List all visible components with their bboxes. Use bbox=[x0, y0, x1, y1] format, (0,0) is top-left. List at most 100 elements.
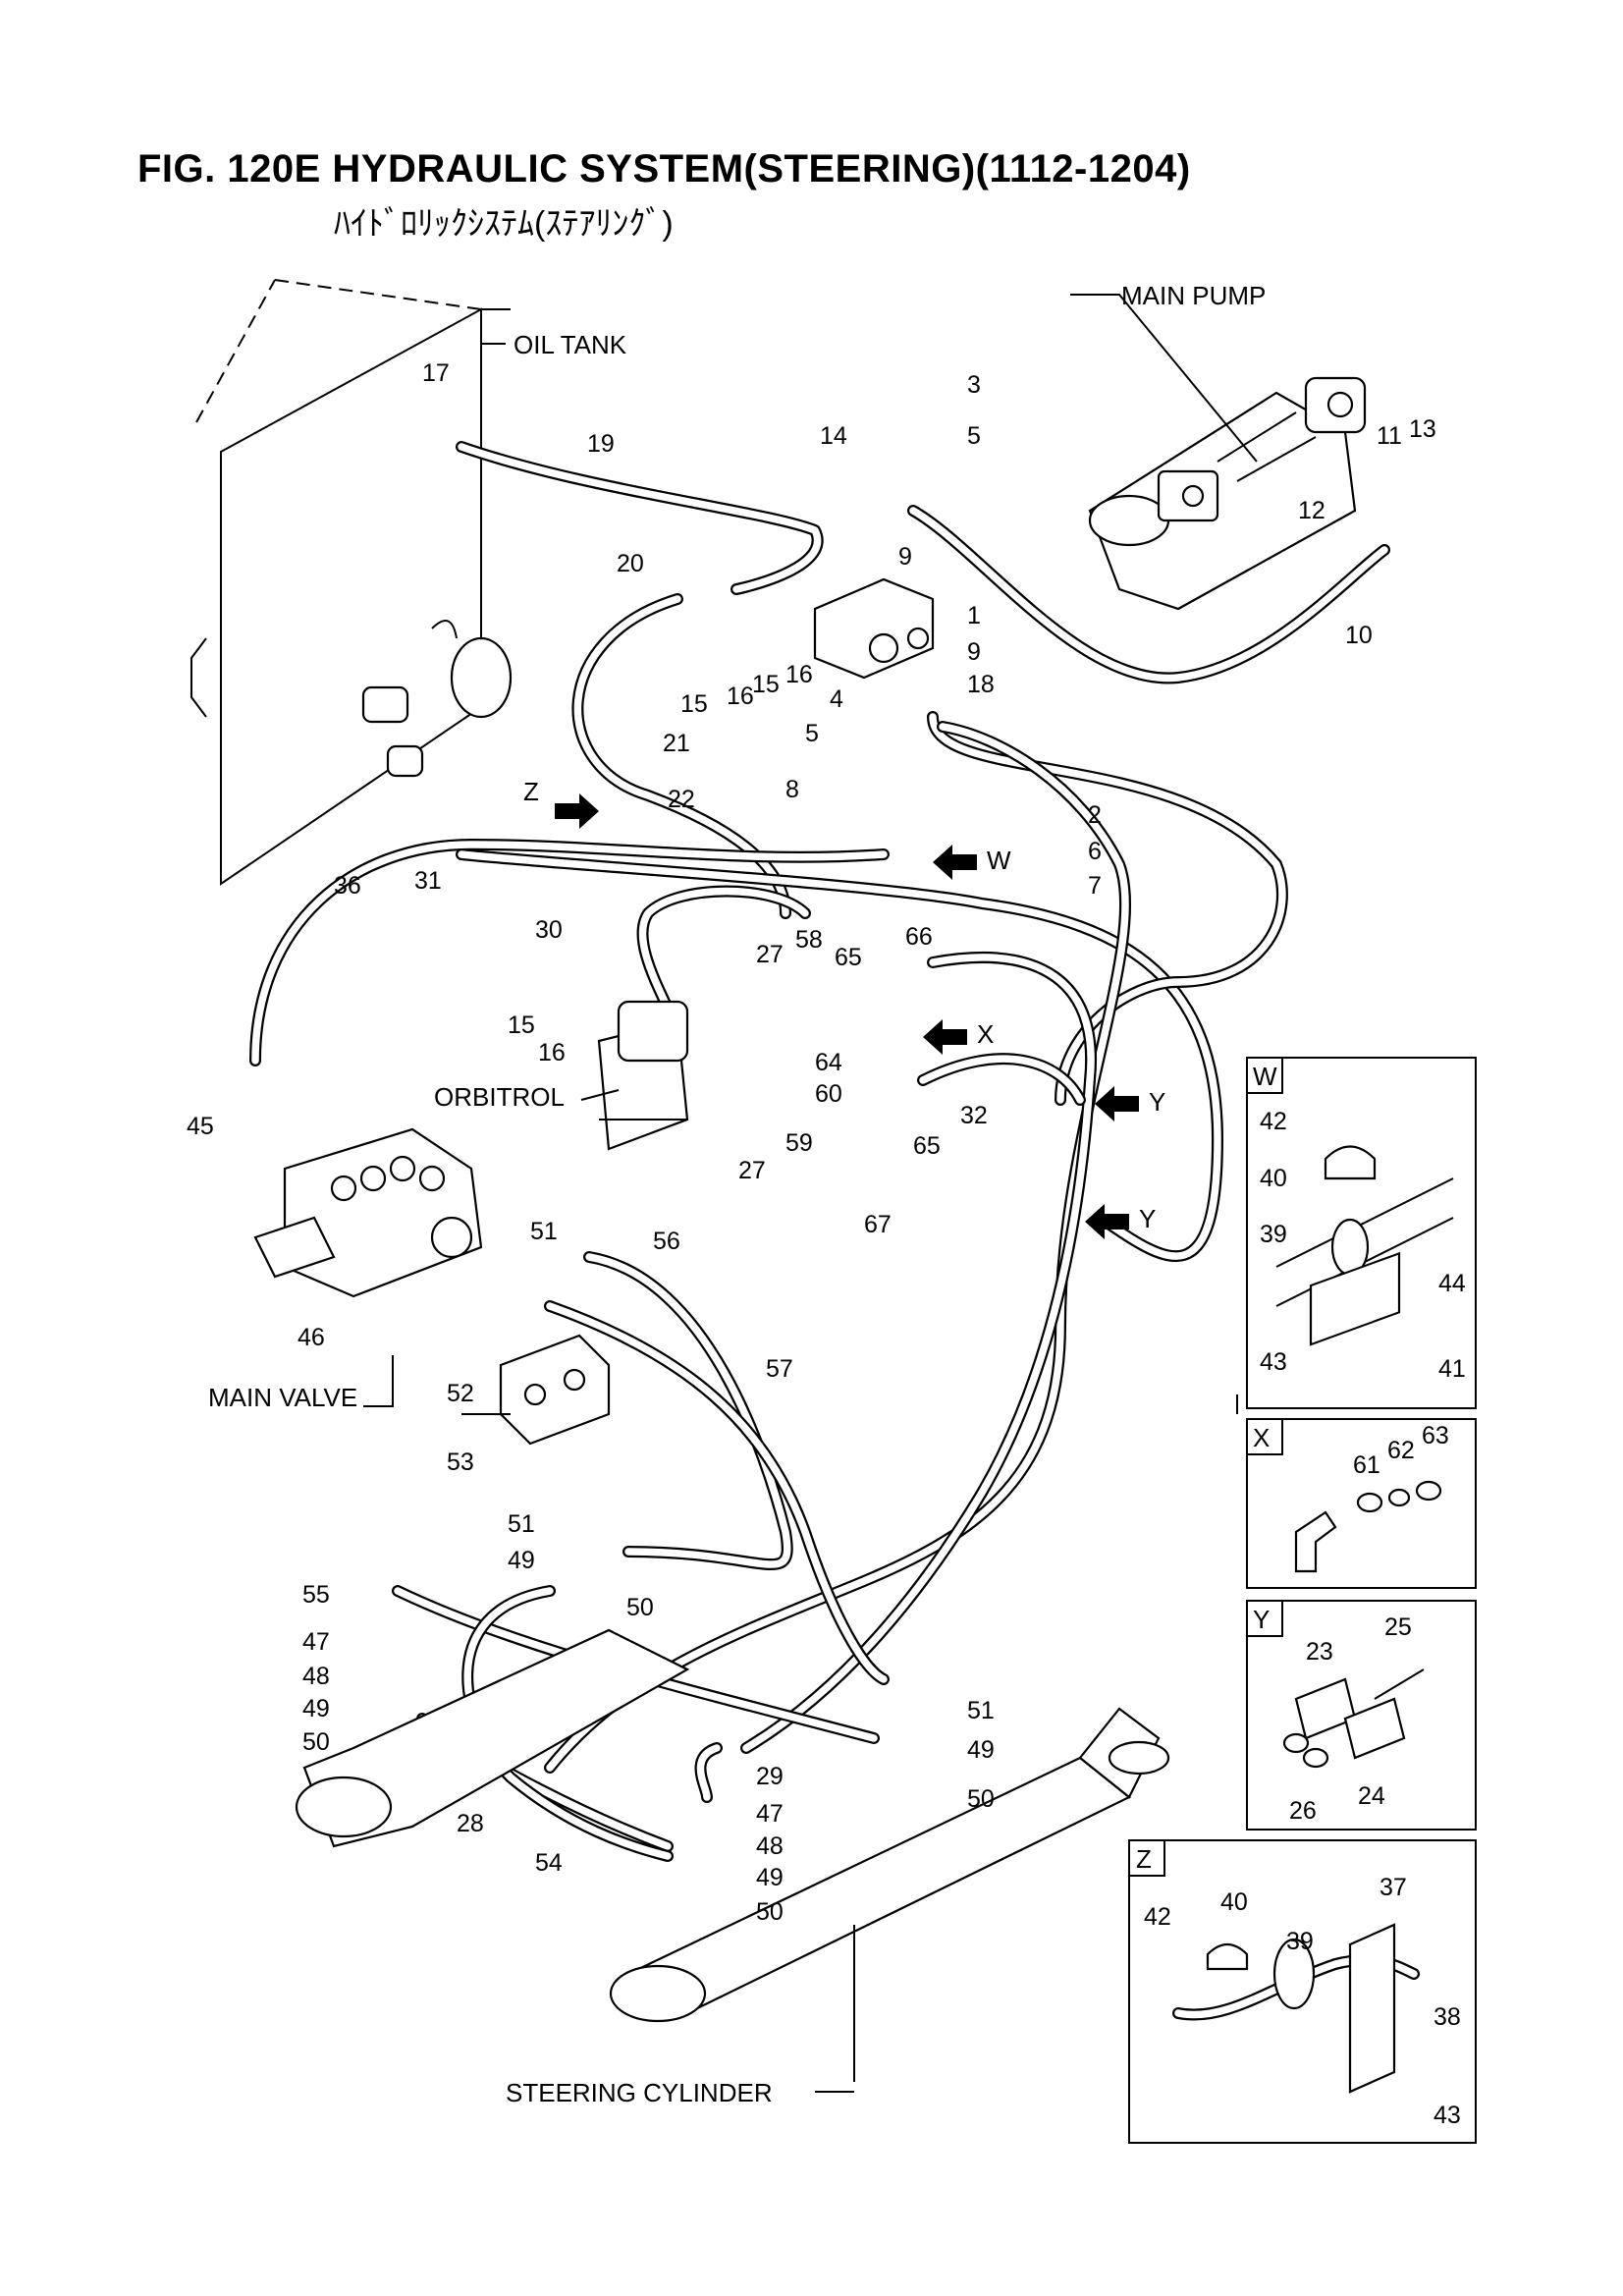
oil-tank bbox=[190, 279, 513, 886]
detail-z-label: Z bbox=[1136, 1844, 1152, 1874]
label-steering-cylinder: STEERING CYLINDER bbox=[506, 2078, 773, 2107]
part-56: 56 bbox=[653, 1228, 680, 1255]
part-49a: 49 bbox=[508, 1547, 535, 1574]
detail-y-part-25: 25 bbox=[1384, 1613, 1412, 1641]
detail-z-part-40: 40 bbox=[1220, 1888, 1248, 1916]
part-54: 54 bbox=[535, 1849, 563, 1877]
steering-cylinder bbox=[295, 1628, 1170, 2023]
label-main-pump: MAIN PUMP bbox=[1121, 281, 1266, 310]
part-60: 60 bbox=[815, 1080, 842, 1108]
detail-w-part-43: 43 bbox=[1260, 1348, 1287, 1376]
detail-w-label: W bbox=[1253, 1062, 1277, 1091]
part-50d: 50 bbox=[967, 1785, 995, 1813]
detail-z-part-39: 39 bbox=[1286, 1928, 1314, 1955]
detail-z-part-38: 38 bbox=[1434, 2003, 1461, 2031]
part-1: 1 bbox=[967, 602, 981, 629]
priority-valve bbox=[813, 577, 935, 680]
hoses bbox=[249, 441, 1390, 1862]
part-45: 45 bbox=[187, 1113, 214, 1140]
arrow-y1-icon bbox=[1095, 1086, 1139, 1121]
part-18: 18 bbox=[967, 671, 995, 698]
detail-x-part-62: 62 bbox=[1387, 1437, 1415, 1464]
part-47a: 47 bbox=[302, 1628, 330, 1656]
detail-x-part-63: 63 bbox=[1422, 1422, 1449, 1449]
part-16a: 16 bbox=[727, 683, 754, 710]
part-6: 6 bbox=[1088, 838, 1102, 865]
part-27b: 27 bbox=[738, 1157, 766, 1184]
part-9a: 9 bbox=[898, 543, 912, 571]
part-65b: 65 bbox=[913, 1132, 941, 1160]
part-31: 31 bbox=[414, 867, 442, 895]
part-32: 32 bbox=[960, 1102, 988, 1129]
part-12: 12 bbox=[1298, 497, 1325, 524]
arrow-z-icon bbox=[555, 793, 599, 829]
view-arrows: Z W X Y Y bbox=[523, 777, 1165, 1239]
part-14: 14 bbox=[820, 422, 847, 450]
detail-z-part-43: 43 bbox=[1434, 2102, 1461, 2129]
part-28: 28 bbox=[457, 1810, 484, 1837]
part-11: 11 bbox=[1377, 422, 1402, 450]
part-30: 30 bbox=[535, 916, 563, 944]
marker-z: Z bbox=[523, 777, 539, 806]
part-50c: 50 bbox=[756, 1898, 784, 1926]
marker-y2: Y bbox=[1139, 1204, 1156, 1233]
part-53: 53 bbox=[447, 1449, 474, 1476]
part-46: 46 bbox=[298, 1324, 325, 1351]
part-64: 64 bbox=[815, 1049, 842, 1076]
part-4: 4 bbox=[830, 685, 843, 713]
detail-view-w: W 42 40 39 44 43 41 bbox=[1246, 1057, 1477, 1409]
figure-title: FIG. 120E HYDRAULIC SYSTEM(STEERING)(111… bbox=[137, 147, 1191, 191]
part-67: 67 bbox=[864, 1211, 892, 1238]
part-13: 13 bbox=[1409, 415, 1436, 443]
detail-view-y: Y 23 25 26 24 bbox=[1246, 1600, 1477, 1831]
detail-w-part-40: 40 bbox=[1260, 1165, 1287, 1192]
detail-w-part-39: 39 bbox=[1260, 1221, 1287, 1248]
figure-subtitle: ﾊｲﾄﾞﾛﾘｯｸｼｽﾃﾑ(ｽﾃｱﾘﾝｸﾞ) bbox=[334, 205, 674, 243]
part-19: 19 bbox=[587, 430, 615, 458]
detail-y-label: Y bbox=[1253, 1605, 1270, 1634]
detail-y-part-24: 24 bbox=[1358, 1782, 1385, 1810]
orbitrol bbox=[597, 1000, 689, 1151]
detail-w-part-41: 41 bbox=[1438, 1355, 1466, 1383]
part-16b: 16 bbox=[785, 661, 813, 688]
part-36: 36 bbox=[334, 872, 361, 900]
part-17: 17 bbox=[422, 359, 450, 387]
part-7: 7 bbox=[1088, 872, 1102, 900]
detail-x-label: X bbox=[1253, 1423, 1270, 1452]
detail-view-x: X 61 62 63 bbox=[1246, 1418, 1477, 1589]
part-15c: 15 bbox=[508, 1011, 535, 1039]
part-29: 29 bbox=[756, 1763, 784, 1790]
detail-y-part-26: 26 bbox=[1289, 1797, 1317, 1825]
label-oil-tank: OIL TANK bbox=[514, 330, 627, 359]
marker-x: X bbox=[977, 1019, 994, 1049]
part-50a: 50 bbox=[626, 1594, 654, 1621]
arrow-y2-icon bbox=[1085, 1204, 1129, 1239]
part-51b: 51 bbox=[508, 1510, 535, 1538]
part-5a: 5 bbox=[967, 422, 981, 450]
marker-y1: Y bbox=[1149, 1087, 1165, 1117]
label-main-valve: MAIN VALVE bbox=[208, 1383, 357, 1412]
part-8: 8 bbox=[785, 776, 799, 803]
callout-lines bbox=[363, 294, 1258, 2093]
part-55: 55 bbox=[302, 1581, 330, 1609]
part-22: 22 bbox=[668, 786, 695, 813]
part-49d: 49 bbox=[967, 1736, 995, 1764]
part-57: 57 bbox=[766, 1355, 793, 1383]
part-5b: 5 bbox=[805, 720, 819, 747]
part-21: 21 bbox=[663, 730, 690, 757]
part-15a: 15 bbox=[680, 690, 708, 718]
detail-z-part-42: 42 bbox=[1144, 1903, 1171, 1931]
part-49b: 49 bbox=[302, 1695, 330, 1722]
part-10: 10 bbox=[1345, 622, 1373, 649]
detail-y-part-23: 23 bbox=[1306, 1638, 1333, 1666]
part-number-labels: 17 19 20 21 22 3 5 14 9 1 9 18 15 16 15 … bbox=[187, 359, 1436, 1926]
part-16c: 16 bbox=[538, 1039, 566, 1066]
main-pump bbox=[1088, 376, 1367, 611]
part-51a: 51 bbox=[530, 1218, 558, 1245]
part-9b: 9 bbox=[967, 638, 981, 666]
arrow-x-icon bbox=[923, 1019, 967, 1055]
part-27a: 27 bbox=[756, 941, 784, 968]
part-58: 58 bbox=[795, 926, 823, 954]
part-52: 52 bbox=[447, 1380, 474, 1407]
